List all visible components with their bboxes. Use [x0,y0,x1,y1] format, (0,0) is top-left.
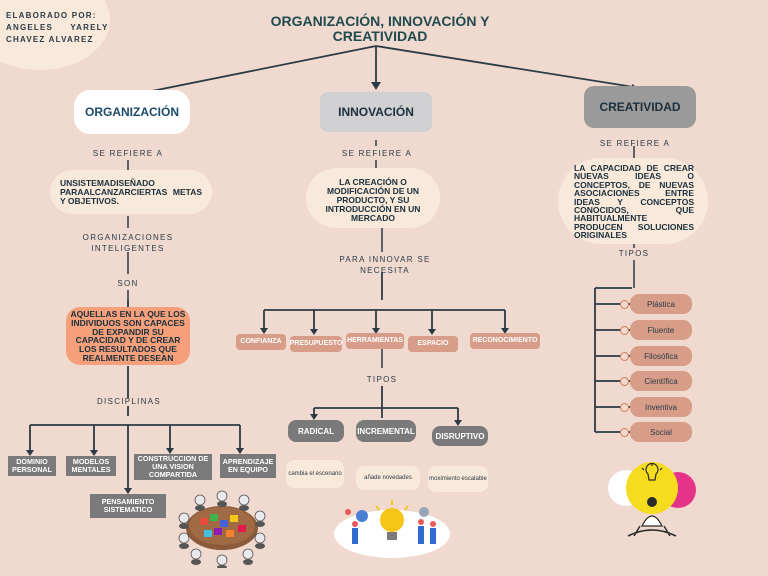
type-radical-desc: cambia el escenario [286,460,344,488]
type-disruptivo: DISRUPTIVO [432,426,488,446]
cre-type-cientifica: Científica [630,371,692,391]
org-intelligent-label: ORGANIZACIONES INTELIGENTES [82,233,174,253]
org-disciplines-label: DISCIPLINAS [96,397,162,406]
cre-type-fluente: Fluente [630,320,692,340]
cre-node-plastica [620,300,629,309]
need-reconocimiento: RECONOCIMIENTO [470,333,540,349]
heading-creatividad: CREATIVIDAD [584,86,696,128]
need-herramientas-label: HERRAMIENTAS [347,337,403,344]
type-incremental: INCREMENTAL [356,420,416,442]
cre-type-fluente-label: Fluente [647,325,675,335]
discipline-modelos-mentales-label: MODELOS MENTALES [71,457,111,474]
type-disruptivo-label: DISRUPTIVO [435,431,485,441]
need-presupuesto: PRESUPUESTO [290,336,342,352]
cre-types-label: TIPOS [618,249,650,258]
type-radical: RADICAL [288,420,344,442]
need-espacio: ESPACIO [408,336,458,352]
discipline-aprendizaje-equipo-label: APRENDIZAJE EN EQUIPO [222,457,274,474]
discipline-aprendizaje-equipo: APRENDIZAJE EN EQUIPO [220,454,276,478]
type-radical-desc-text: cambia el escenario [288,471,342,477]
inn-definition: LA CREACIÓN O MODIFICACIÓN DE UN PRODUCT… [325,177,421,223]
heading-innovacion-label: INNOVACIÓN [338,105,414,119]
cre-node-inventiva [620,403,629,412]
cre-definition-blob [558,158,708,244]
cre-type-cientifica-label: Científica [644,376,678,386]
innovation-lightbulb-illustration [334,500,450,558]
cre-type-inventiva-label: Inventiva [644,402,678,412]
cre-type-filosofica: Filosófica [630,346,692,366]
cre-type-filosofica-label: Filosófica [644,351,678,361]
org-definition-blob [50,170,212,214]
type-disruptivo-desc-text: moximiento escalable [429,476,487,482]
cre-type-inventiva: Inventiva [630,397,692,417]
need-reconocimiento-label: RECONOCIMIENTO [472,337,538,344]
inn-definition-blob [306,168,440,228]
title-line-1: ORGANIZACIÓN, INNOVACIÓN Y [270,13,490,29]
type-disruptivo-desc: moximiento escalable [428,466,488,492]
org-son-label: SON [117,279,139,288]
cre-type-social-label: Social [650,427,672,437]
page-title: ORGANIZACIÓN, INNOVACIÓN Y CREATIVIDAD [230,14,530,44]
type-incremental-desc: añade novedades [356,466,420,490]
type-radical-label: RADICAL [298,426,334,436]
discipline-pensamiento-sistematico: PENSAMIENTO SISTEMATICO [90,494,166,518]
need-presupuesto-label: PRESUPUESTO [289,340,343,347]
inn-types-label: TIPOS [366,375,398,384]
cre-type-social: Social [630,422,692,442]
need-confianza-label: CONFIANZA [240,338,282,345]
cre-node-fluente [620,326,629,335]
discipline-pensamiento-sistematico-label: PENSAMIENTO SISTEMATICO [101,497,155,514]
discipline-dominio-personal: DOMINIO PERSONAL [8,456,56,476]
need-confianza: CONFIANZA [236,334,286,350]
cre-node-social [620,428,629,437]
need-herramientas: HERRAMIENTAS [346,333,404,349]
title-line-2: CREATIVIDAD [332,28,428,44]
org-description: AQUELLAS EN LA QUE LOS INDIVIDUOS SON CA… [70,309,186,363]
discipline-modelos-mentales: MODELOS MENTALES [66,456,116,476]
inn-refers-label: SE REFIERE A [341,149,413,158]
teamwork-puzzle-illustration [178,490,266,568]
heading-organizacion-label: ORGANIZACIÓN [85,105,179,119]
cre-definition: LA CAPACIDAD DE CREAR NUEVAS IDEAS O CON… [574,163,694,241]
discipline-vision-compartida: CONSTRUCCION DE UNA VISION COMPARTIDA [134,454,212,480]
cre-type-plastica-label: Plástica [646,299,675,309]
author-credit: ELABORADO POR: ANGELES YARELY CHAVEZ ALV… [6,10,109,46]
thinking-person-illustration [608,462,696,537]
heading-innovacion: INNOVACIÓN [320,92,432,132]
cre-type-plastica: Plástica [630,294,692,314]
org-refers-label: SE REFIERE A [92,149,164,158]
org-description-box [66,307,190,365]
cre-refers-label: SE REFIERE A [599,139,671,148]
cre-node-filosofica [620,352,629,361]
type-incremental-label: INCREMENTAL [357,426,415,436]
discipline-vision-compartida-label: CONSTRUCCION DE UNA VISION COMPARTIDA [137,454,209,479]
author-line-1: ELABORADO POR: [6,11,97,20]
org-definition: UNSISTEMADISEÑADO PARAALCANZARCIERTAS ME… [60,178,202,206]
heading-organizacion: ORGANIZACIÓN [74,90,190,134]
author-line-2: ANGELES YARELY [6,23,109,32]
inn-needs-label: PARA INNOVAR SE NECESITA [339,255,431,275]
heading-creatividad-label: CREATIVIDAD [599,100,681,114]
author-line-3: CHAVEZ ALVAREZ [6,35,94,44]
type-incremental-desc-text: añade novedades [364,475,412,481]
need-espacio-label: ESPACIO [417,340,449,347]
cre-node-cientifica [620,377,629,386]
discipline-dominio-personal-label: DOMINIO PERSONAL [12,457,52,474]
